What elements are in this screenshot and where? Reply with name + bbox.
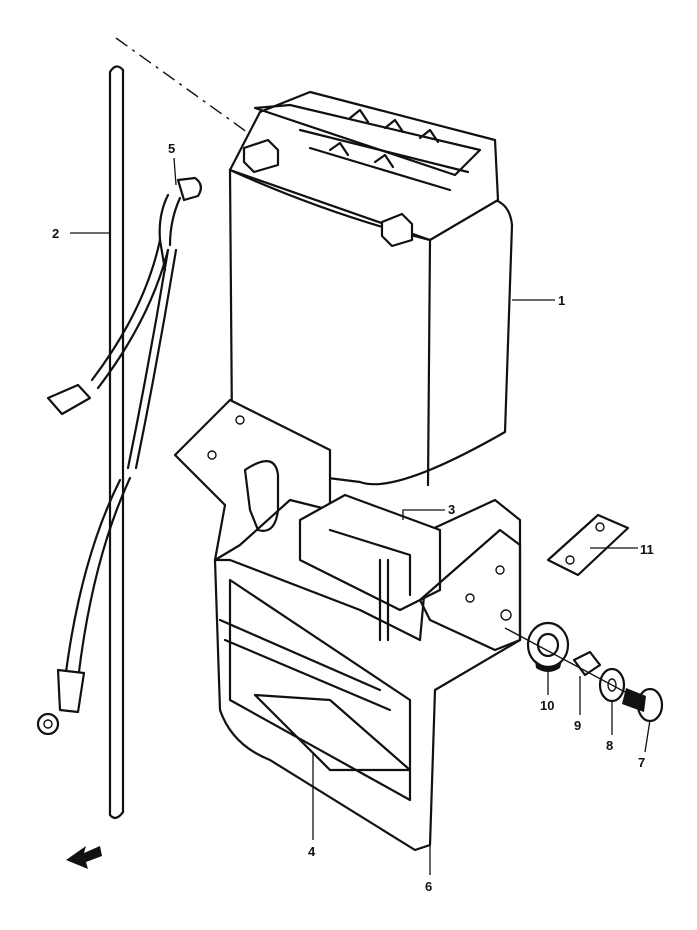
leader-lines <box>70 157 651 875</box>
spacer <box>572 650 602 677</box>
battery <box>228 90 514 487</box>
callout-10: 10 <box>540 698 554 713</box>
callout-7: 7 <box>638 755 645 770</box>
callout-1: 1 <box>558 293 565 308</box>
callout-5: 5 <box>168 141 175 156</box>
bracket <box>546 513 630 577</box>
hardware-axis-line <box>504 627 641 701</box>
callout-numbers: 1 2 3 4 5 6 7 8 9 10 11 <box>52 141 654 894</box>
callout-6: 6 <box>425 879 432 894</box>
callout-4: 4 <box>308 844 316 859</box>
callout-3: 3 <box>448 502 455 517</box>
arrow-icon <box>66 846 102 869</box>
ground-lead-wire <box>36 176 202 736</box>
callout-9: 9 <box>574 718 581 733</box>
callout-2: 2 <box>52 226 59 241</box>
cushion <box>526 621 570 672</box>
breather-tube <box>108 65 125 819</box>
battery-holder <box>173 398 522 852</box>
callout-8: 8 <box>606 738 613 753</box>
breather-route-line <box>115 37 259 141</box>
callout-11: 11 <box>640 542 654 557</box>
